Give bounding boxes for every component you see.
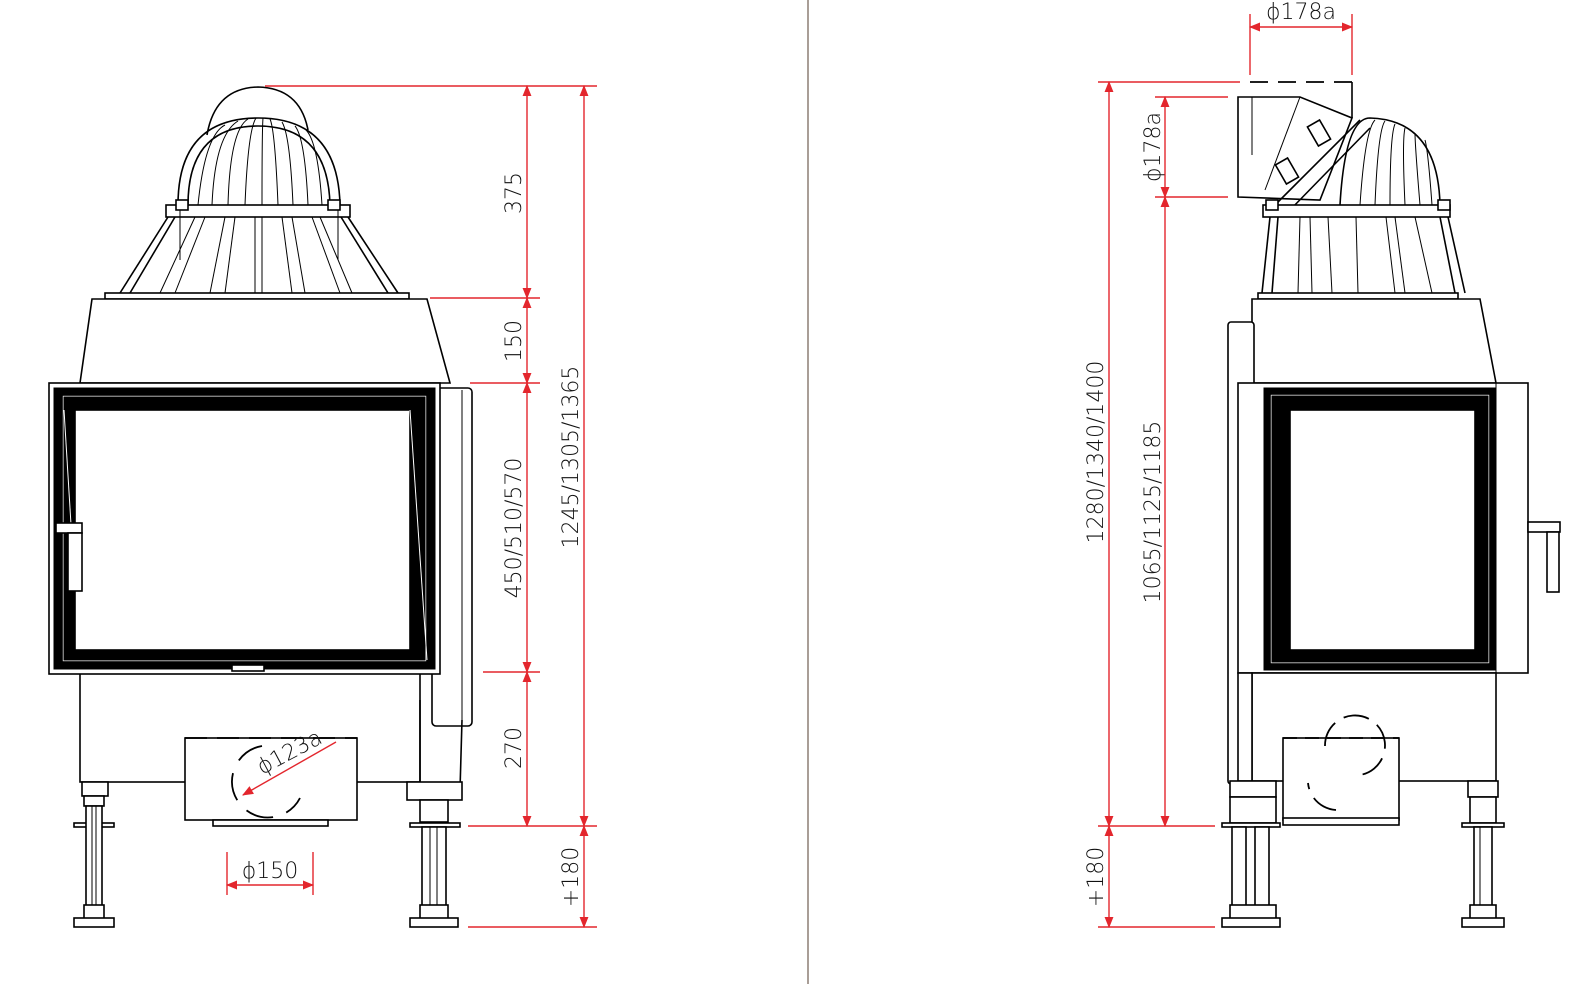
front-dim-leg: +180: [559, 847, 584, 907]
side-view: [1221, 81, 1561, 928]
front-dimension-labels: 375 150 450/510/570 270 +180 1245/1305/1…: [242, 172, 584, 907]
front-dome: [177, 117, 341, 206]
side-dim-leg: +180: [1084, 847, 1109, 907]
front-door-handle: [55, 522, 83, 534]
front-collar: [165, 204, 351, 218]
side-dimension-labels: ϕ178a ϕ178a 1280/1340/1400 1065/1125/118…: [1084, 0, 1336, 907]
side-collar: [1262, 204, 1451, 218]
side-dome: [1339, 117, 1441, 206]
front-view: [48, 86, 473, 928]
side-leg-left: [1221, 780, 1281, 928]
side-dim-flue-side: ϕ178a: [1141, 112, 1166, 182]
front-dim-total: 1245/1305/1365: [559, 366, 584, 549]
front-dome-cap: [206, 86, 309, 136]
side-flue-elbow: [1237, 96, 1354, 201]
side-glass: [1289, 409, 1476, 651]
side-dim-total: 1280/1340/1400: [1084, 361, 1109, 544]
front-hood-plate: [104, 292, 410, 300]
side-hood: [1251, 298, 1497, 384]
front-cone: [119, 210, 399, 294]
side-leg-right: [1461, 780, 1505, 928]
front-dim-270: 270: [502, 727, 527, 769]
front-leg-left: [73, 795, 115, 928]
front-dimensions: [225, 84, 597, 929]
side-door-handle: [1527, 521, 1561, 533]
side-dim-flue-top: ϕ178a: [1266, 0, 1336, 25]
front-dim-glass-height: 450/510/570: [502, 458, 527, 599]
side-cone: [1261, 216, 1466, 294]
front-leg-right: [409, 799, 461, 928]
front-dim-375: 375: [502, 172, 527, 214]
front-dim-150: 150: [502, 320, 527, 362]
side-air-inlet-box: [1282, 714, 1400, 826]
front-dim-air-inlet: ϕ150: [242, 859, 299, 884]
front-glass: [74, 409, 411, 651]
side-dimensions: [1098, 14, 1354, 929]
front-hood: [79, 298, 452, 384]
side-dim-outlet-height: 1065/1125/1185: [1141, 421, 1166, 604]
